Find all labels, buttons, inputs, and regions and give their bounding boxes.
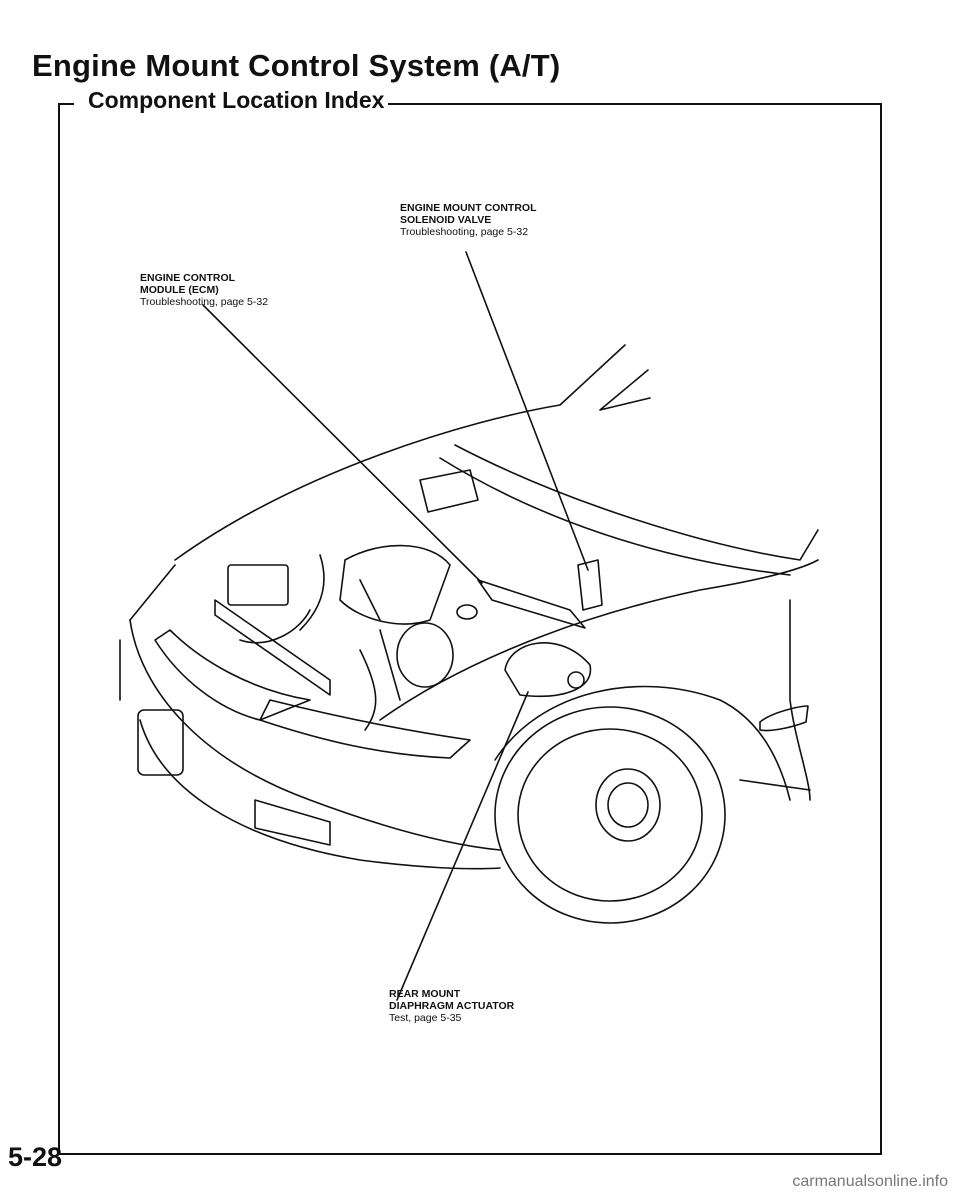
callout-solenoid-ref[interactable]: Troubleshooting, page 5-32 bbox=[400, 226, 529, 238]
body-side bbox=[789, 599, 811, 801]
watermark: carmanualsonline.info bbox=[792, 1173, 948, 1190]
ecm-leader bbox=[202, 304, 483, 584]
radiator-support bbox=[214, 599, 331, 696]
callout-solenoid-valve: ENGINE MOUNT CONTROL SOLENOID VALVE Trou… bbox=[400, 202, 537, 238]
callout-solenoid-name: ENGINE MOUNT CONTROL SOLENOID VALVE bbox=[400, 202, 537, 226]
solenoid-valve bbox=[577, 559, 603, 611]
hood-edge bbox=[439, 457, 791, 576]
callout-rear-mount-actuator: REAR MOUNT DIAPHRAGM ACTUATOR Test, page… bbox=[389, 988, 514, 1024]
wheel-hub-inner bbox=[607, 782, 649, 828]
grille bbox=[154, 629, 311, 721]
fog-light-slot bbox=[254, 799, 331, 846]
callout-actuator-name: REAR MOUNT DIAPHRAGM ACTUATOR bbox=[389, 988, 515, 1012]
hood-corner-mark bbox=[599, 369, 651, 411]
tire bbox=[494, 706, 726, 924]
wheel-hub-outer bbox=[595, 768, 661, 842]
callout-actuator-ref[interactable]: Test, page 5-35 bbox=[389, 1012, 462, 1024]
front-edge bbox=[119, 564, 176, 701]
fender-line bbox=[379, 559, 819, 721]
rear-mount-actuator bbox=[504, 642, 592, 698]
frame-top-right-rule bbox=[368, 103, 880, 105]
callout-ecm-ref[interactable]: Troubleshooting, page 5-32 bbox=[140, 296, 269, 308]
battery bbox=[227, 564, 289, 606]
actuator-port bbox=[567, 671, 585, 689]
page-title: Engine Mount Control System (A/T) bbox=[32, 48, 561, 83]
wheel-rim bbox=[517, 728, 703, 902]
hood-outline bbox=[174, 344, 626, 561]
front-bumper bbox=[129, 619, 501, 851]
intake-manifold bbox=[339, 544, 451, 625]
headlight bbox=[259, 699, 471, 759]
oil-cap bbox=[456, 604, 478, 620]
diagram-frame bbox=[58, 103, 882, 1155]
frame-top-left-rule bbox=[58, 103, 74, 105]
fuse-box bbox=[419, 469, 479, 513]
air-filter-housing bbox=[396, 622, 454, 688]
solenoid-leader bbox=[465, 251, 589, 571]
callout-ecm: ENGINE CONTROL MODULE (ECM) Troubleshoot… bbox=[140, 272, 268, 308]
ecm-body bbox=[477, 579, 586, 629]
actuator-leader bbox=[396, 691, 529, 1001]
hoses bbox=[239, 554, 401, 701]
strut-tower bbox=[359, 649, 377, 731]
section-title: Component Location Index bbox=[84, 87, 389, 114]
wheel-arch bbox=[494, 685, 791, 801]
callout-ecm-name: ENGINE CONTROL MODULE (ECM) bbox=[140, 272, 236, 296]
page-number: 5-28 bbox=[8, 1142, 63, 1172]
fender-lower bbox=[739, 779, 811, 791]
hood-inner-edge bbox=[454, 444, 819, 561]
door-handle bbox=[759, 705, 809, 732]
bumper-lower bbox=[139, 719, 501, 870]
license-plate-recess bbox=[137, 709, 184, 776]
